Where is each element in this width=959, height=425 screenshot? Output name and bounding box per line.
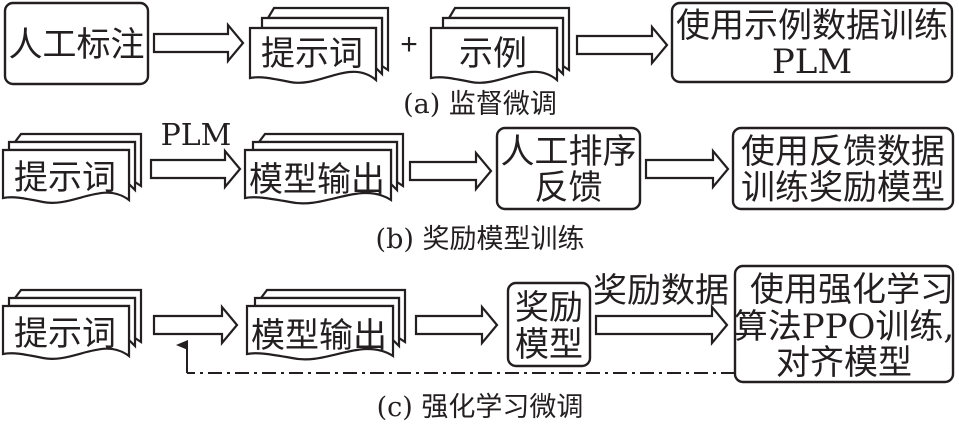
arrow-a2: [575, 23, 669, 67]
ppo-line1: 使用强化学习: [750, 270, 954, 310]
prompt-doc-stack-b: 提示词: [1, 132, 143, 204]
example-doc-stack: 示例: [429, 6, 571, 84]
reward-model-line2: 模型: [515, 325, 583, 365]
ppo-line2: 算法PPO训练,: [734, 307, 954, 347]
arrow-b3: [644, 147, 730, 191]
ppo-alignment-box: 使用强化学习 算法PPO训练, 对齐模型: [734, 264, 954, 384]
human-ranking-line1: 人工排序: [501, 132, 637, 172]
train-reward-model-box: 使用反馈数据 训练奖励模型: [731, 126, 955, 211]
train-plm-with-examples-box: 使用示例数据训练 PLM: [670, 1, 954, 84]
feedback-loop: [176, 340, 735, 374]
arrow-b2: [408, 149, 493, 193]
prompt-doc-label-a: 提示词: [261, 34, 363, 74]
human-ranking-feedback-box: 人工排序 反馈: [495, 126, 642, 211]
caption-b: (b) 奖励模型训练: [376, 224, 585, 255]
panel-c-rl-finetuning: 提示词 模型输出 奖励 模型 奖励数据 使用强化学习 算法PPO训练, 对齐模型: [1, 264, 954, 423]
model-output-label-c: 模型输出: [251, 316, 387, 356]
prompt-doc-stack-a: 提示词: [248, 6, 390, 84]
train-reward-line1: 使用反馈数据: [741, 132, 945, 172]
train-plm-line1: 使用示例数据训练: [676, 6, 948, 46]
model-output-doc-stack-b: 模型输出: [243, 132, 405, 205]
human-annotation-box: 人工标注: [3, 1, 150, 86]
plus-sign: +: [400, 28, 418, 61]
prompt-doc-label-b: 提示词: [14, 158, 116, 198]
arrow-c1: [152, 303, 239, 347]
train-reward-line2: 训练奖励模型: [741, 168, 945, 208]
prompt-doc-label-c: 提示词: [14, 314, 116, 354]
example-doc-label: 示例: [459, 34, 527, 74]
arrow-a1: [152, 21, 245, 65]
plm-arrow-label: PLM: [161, 118, 232, 153]
reward-model-line1: 奖励: [515, 288, 583, 328]
model-output-doc-stack-c: 模型输出: [245, 288, 407, 361]
reward-data-arrow-label: 奖励数据: [593, 271, 729, 311]
panel-a-supervised-finetuning: 人工标注 提示词 + 示例 使用示例数据训练 PLM (a) 监督微调: [3, 1, 954, 120]
prompt-doc-stack-c: 提示词: [1, 288, 143, 360]
arrow-c2: [414, 303, 499, 347]
arrow-c3: [594, 303, 729, 347]
panel-b-reward-model-training: 提示词 PLM 模型输出 人工排序 反馈 使用反馈数据 训练奖励模型 (b) 奖…: [1, 118, 955, 255]
arrow-b1: [149, 147, 242, 191]
model-output-label-b: 模型输出: [249, 160, 385, 200]
ppo-line3: 对齐模型: [776, 343, 912, 383]
caption-a: (a) 监督微调: [403, 89, 557, 120]
reward-model-box: 奖励 模型: [506, 281, 592, 368]
caption-c: (c) 强化学习微调: [377, 392, 584, 423]
human-annotation-label: 人工标注: [9, 25, 145, 65]
train-plm-line2: PLM: [772, 42, 852, 82]
human-ranking-line2: 反馈: [535, 168, 603, 208]
